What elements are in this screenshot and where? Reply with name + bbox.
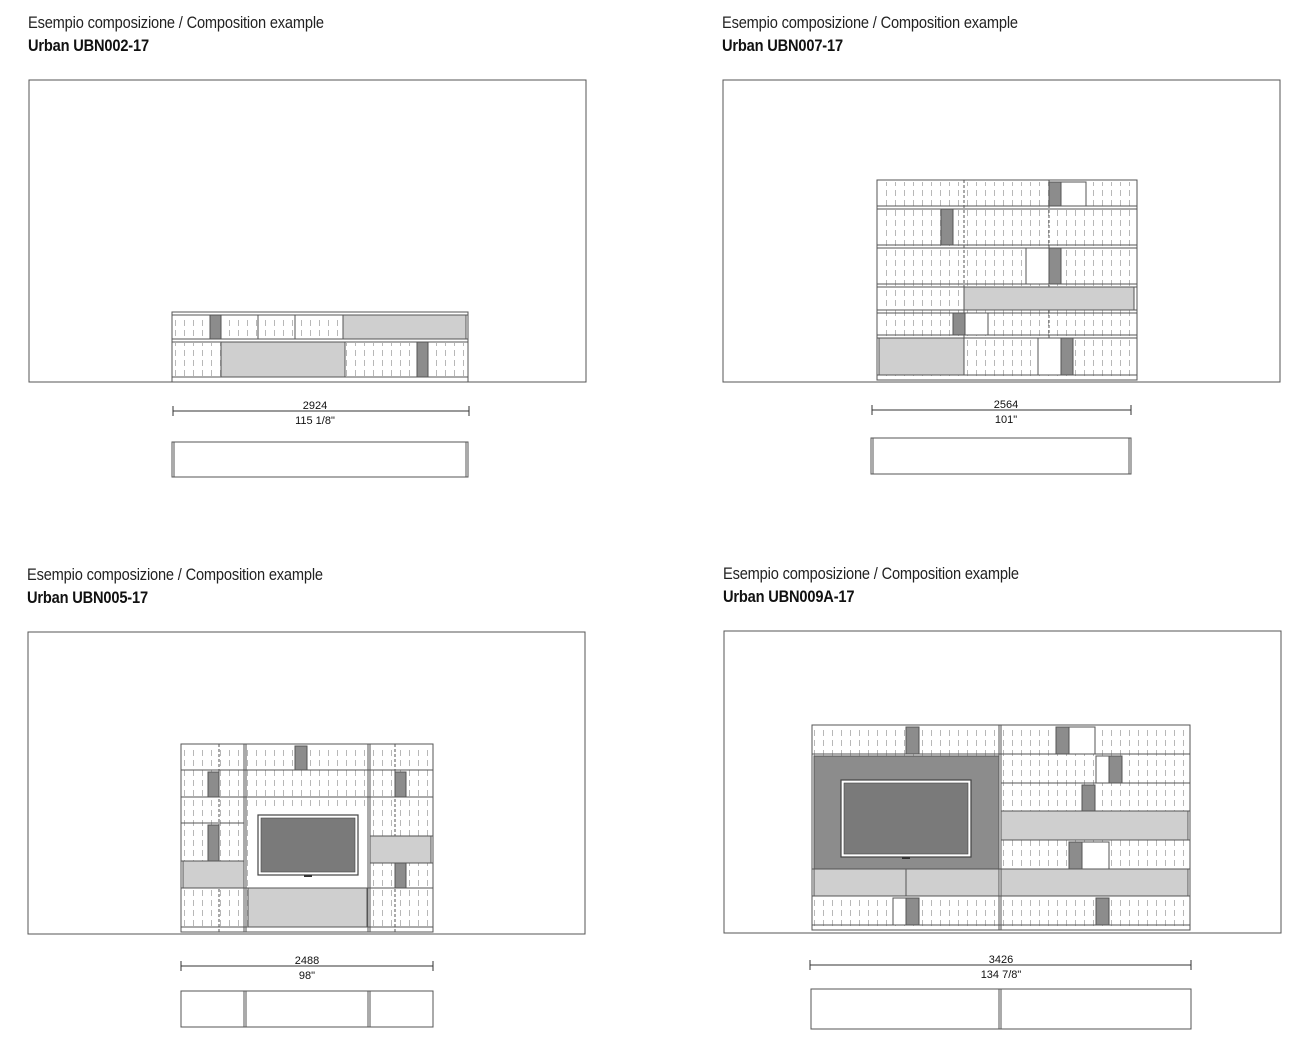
- composition-code: Urban UBN007-17: [722, 36, 843, 55]
- dimension-line: [180, 961, 434, 971]
- composition-code: Urban UBN005-17: [27, 588, 148, 607]
- caption: Esempio composizione / Composition examp…: [28, 13, 372, 56]
- dimension-mm: 2924: [303, 400, 327, 412]
- wall-frame: [722, 79, 1281, 383]
- dimension-inches: 134 7/8": [981, 969, 1022, 981]
- caption-subtitle: Esempio composizione / Composition examp…: [28, 13, 324, 32]
- composition-code: Urban UBN002-17: [28, 36, 149, 55]
- dimension-mm: 3426: [989, 954, 1013, 966]
- plan-view: [810, 988, 1192, 1030]
- dimension-line: [871, 405, 1132, 415]
- bookcase-unit: [171, 311, 469, 383]
- dimension-inches: 98": [299, 970, 315, 982]
- caption: Esempio composizione / Composition examp…: [722, 13, 1066, 56]
- dimension-inches: 115 1/8": [295, 415, 335, 427]
- dimension-line: [809, 960, 1192, 970]
- bookcase-unit: [876, 179, 1138, 381]
- tv-screen: [257, 814, 359, 877]
- dimension-line: [172, 406, 470, 416]
- caption-subtitle: Esempio composizione / Composition examp…: [723, 564, 1019, 583]
- composition-code: Urban UBN009A-17: [723, 587, 855, 606]
- wall-frame: [723, 630, 1282, 934]
- wall-frame: [27, 631, 586, 935]
- caption-subtitle: Esempio composizione / Composition examp…: [722, 13, 1018, 32]
- plan-view: [171, 441, 469, 478]
- dimension-inches: 101": [995, 414, 1017, 426]
- caption: Esempio composizione / Composition examp…: [723, 564, 1067, 607]
- dimension-mm: 2564: [994, 399, 1018, 411]
- tv-screen: [840, 779, 972, 859]
- plan-view: [180, 990, 434, 1028]
- caption-subtitle: Esempio composizione / Composition examp…: [27, 565, 323, 584]
- caption: Esempio composizione / Composition examp…: [27, 565, 371, 608]
- plan-view: [870, 437, 1132, 475]
- dimension-mm: 2488: [295, 955, 319, 967]
